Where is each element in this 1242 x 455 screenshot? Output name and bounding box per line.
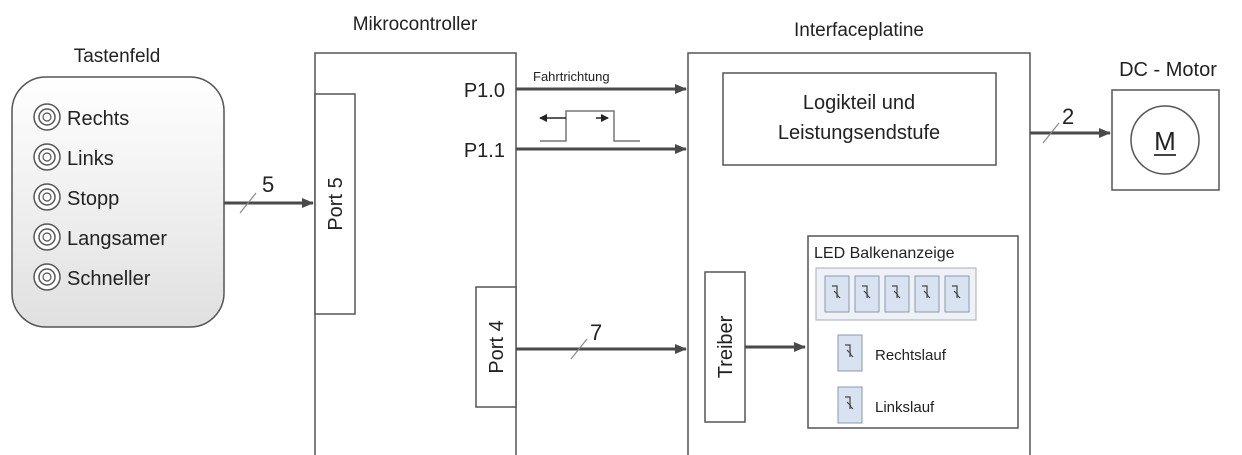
led-left-run: Linkslauf <box>837 386 935 424</box>
led-panel-title: LED Balkenanzeige <box>814 245 955 262</box>
microcontroller: Mikrocontroller Port 5 Port 4 P1.0 P1.1 <box>314 14 517 455</box>
motor-symbol-letter: M <box>1154 126 1176 156</box>
motor-symbol-icon <box>1130 105 1200 175</box>
keypad-title: Tastenfeld <box>74 46 161 67</box>
port4-block <box>475 286 517 408</box>
driver-block <box>704 271 746 423</box>
left-run-label: Linkslauf <box>875 399 935 416</box>
bus-port4-driver: 7 <box>516 320 687 360</box>
keypad-button-label: Rechts <box>67 108 129 130</box>
led-panel: LED Balkenanzeige <box>807 235 1019 429</box>
keypad-button-label: Langsamer <box>67 228 167 250</box>
keypad-button-schneller: Schneller <box>33 263 151 291</box>
led-icon <box>914 275 940 313</box>
keypad: Tastenfeld Rechts Links Stopp Langsamer <box>11 46 225 328</box>
signal-p11 <box>516 110 687 154</box>
microcontroller-title: Mikrocontroller <box>353 14 478 35</box>
interface-board: Interfaceplatine Logikteil und Leistungs… <box>687 20 1031 455</box>
led-right-run: Rechtslauf <box>837 334 947 372</box>
logic-power-stage-block <box>722 72 997 166</box>
motor-title: DC - Motor <box>1119 59 1217 81</box>
bus-motor: 2 <box>1030 104 1111 144</box>
driver-label: Treiber <box>715 315 737 378</box>
bus-keypad-port5: 5 <box>224 172 314 214</box>
logic-block-line1: Logikteil und <box>803 92 915 114</box>
keypad-button-rechts: Rechts <box>33 103 129 131</box>
dc-motor: DC - Motor M <box>1111 59 1220 191</box>
led-icon <box>854 275 880 313</box>
interface-board-box <box>687 52 1031 455</box>
led-icon <box>824 275 850 313</box>
pin-p11-label: P1.1 <box>464 140 505 162</box>
pwm-pulse-icon <box>539 110 640 142</box>
bus-width-label: 7 <box>590 320 602 345</box>
led-icon <box>944 275 970 313</box>
direction-signal-label: Fahrtrichtung <box>533 69 610 84</box>
pin-p10-label: P1.0 <box>464 80 505 102</box>
bus-width-label: 5 <box>262 172 274 197</box>
bus-width-label: 2 <box>1062 104 1074 129</box>
keypad-button-label: Links <box>67 148 114 170</box>
signal-p10: Fahrtrichtung <box>516 69 687 94</box>
keypad-button-stopp: Stopp <box>33 183 119 211</box>
port4-label: Port 4 <box>486 320 508 373</box>
port5-label: Port 5 <box>325 177 347 230</box>
right-run-label: Rechtslauf <box>875 347 947 364</box>
keypad-button-langsamer: Langsamer <box>33 223 167 251</box>
keypad-button-label: Stopp <box>67 188 119 210</box>
port5-block <box>314 93 356 315</box>
keypad-button-label: Schneller <box>67 268 151 290</box>
logic-block-line2: Leistungsendstufe <box>778 122 940 144</box>
keypad-button-links: Links <box>33 143 114 171</box>
interface-board-title: Interfaceplatine <box>794 20 924 41</box>
led-icon <box>884 275 910 313</box>
